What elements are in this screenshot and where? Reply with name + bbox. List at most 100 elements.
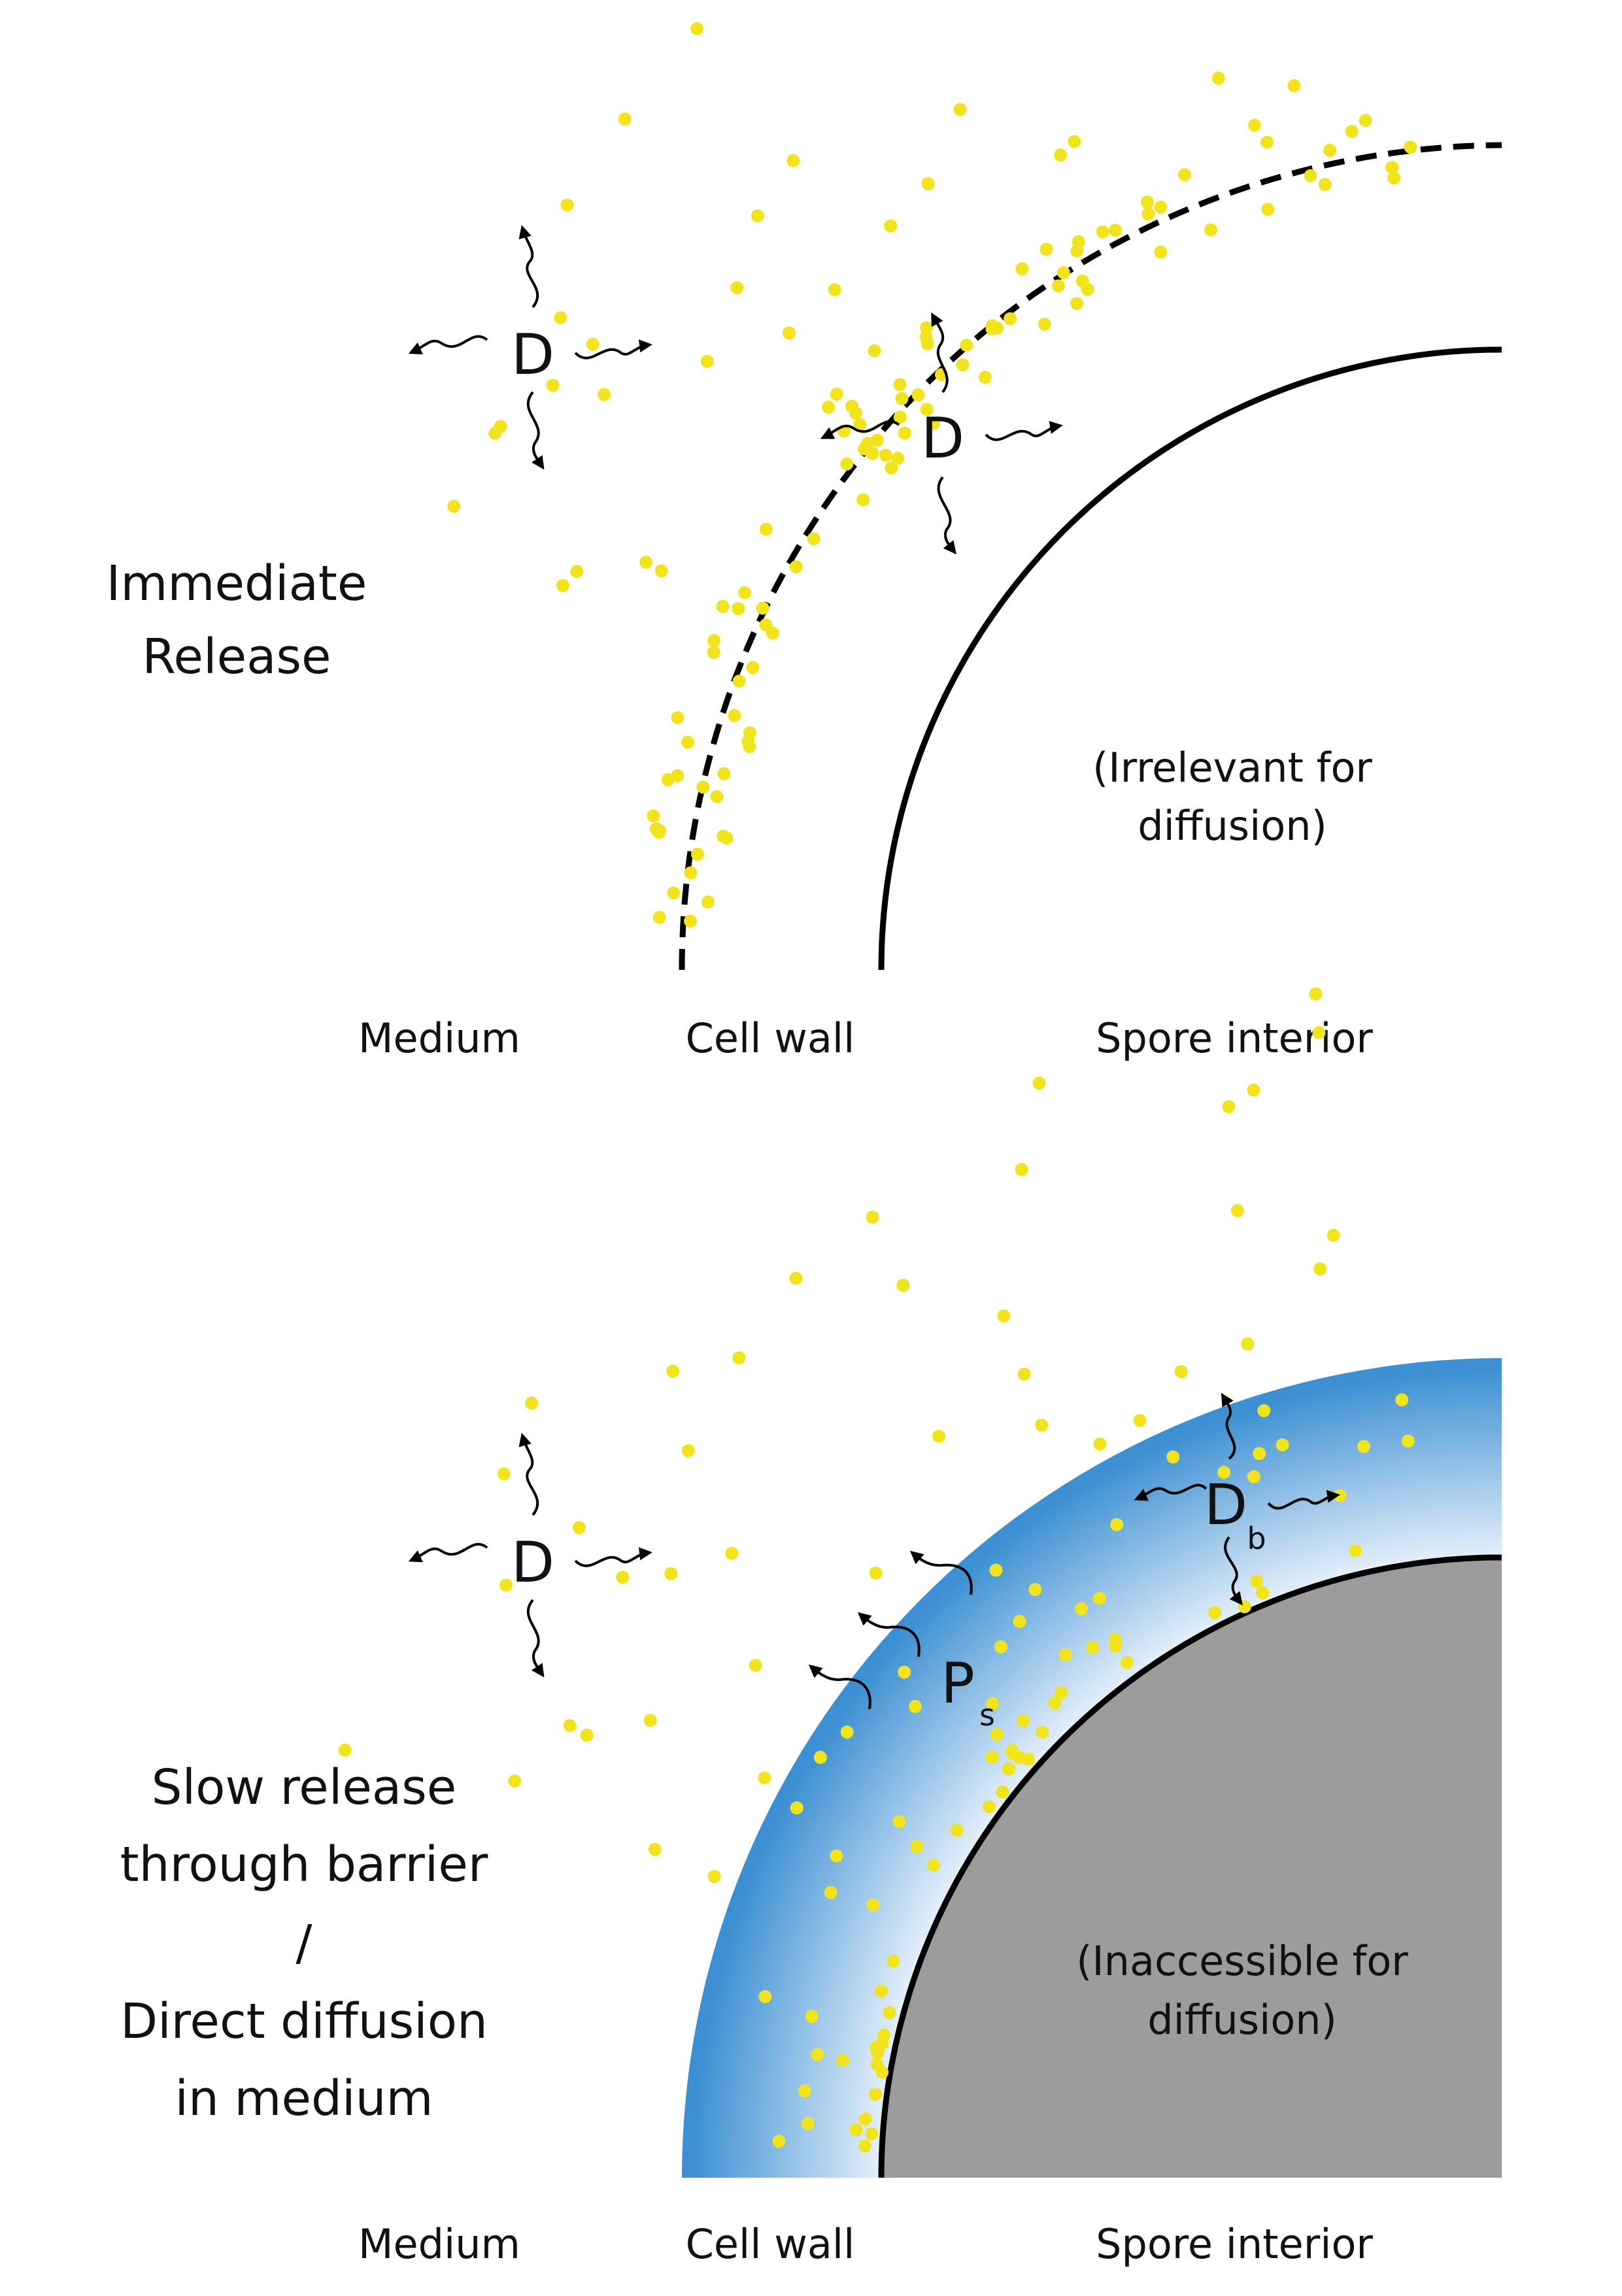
particle-dot (1038, 318, 1051, 331)
bottom-interior-note-line1: (Inaccessible for (1076, 1937, 1408, 1985)
particle-dot (717, 767, 731, 780)
particle-dot (801, 2117, 815, 2131)
particle-dot (1404, 141, 1417, 154)
particle-dot (691, 848, 704, 861)
particle-dot (717, 829, 730, 843)
arrow-up-icon (1221, 1393, 1236, 1460)
arrow-down-icon (1224, 1536, 1243, 1606)
particle-dot (1070, 297, 1083, 310)
particle-dot (616, 1571, 630, 1584)
particle-dot (920, 321, 934, 335)
particle-dot (684, 866, 698, 880)
top-interior-note-line1: (Irrelevant for (1092, 744, 1372, 791)
particle-dot (1359, 114, 1372, 127)
particle-dot (822, 401, 836, 414)
particle-dot (725, 1546, 739, 1560)
particle-dot (1276, 1438, 1289, 1452)
particle-dot (1309, 987, 1323, 1001)
bottom-particles (338, 987, 1415, 2153)
particle-dot (707, 634, 720, 648)
particle-dot (1055, 1686, 1068, 1699)
particle-dot (710, 790, 724, 803)
particle-dot (570, 565, 584, 578)
particle-dot (732, 602, 745, 616)
particle-dot (921, 177, 935, 191)
particle-dot (893, 410, 907, 424)
arrow-left-icon (909, 1550, 973, 1595)
top-spore-membrane (878, 346, 1502, 971)
particle-dot (868, 344, 881, 358)
particle-dot (997, 1309, 1011, 1323)
particle-dot (789, 560, 803, 574)
particle-dot (1287, 79, 1301, 92)
particle-dot (1120, 1655, 1134, 1669)
bottom-diffusion-symbol-medium: D (511, 1530, 554, 1595)
particle-dot (828, 283, 841, 297)
particle-dot (1072, 235, 1085, 248)
particle-dot (1093, 1437, 1107, 1451)
particle-dot (707, 1870, 721, 1883)
particle-dot (652, 825, 666, 839)
particle-dot (840, 457, 854, 471)
particle-dot (1247, 1083, 1260, 1097)
bottom-label-medium: Medium (358, 2220, 520, 2268)
particle-dot (1110, 1518, 1124, 1531)
particle-dot (865, 2127, 879, 2140)
bottom-interior-note-line2: diffusion) (1147, 1996, 1337, 2044)
particle-dot (956, 358, 970, 372)
particle-dot (1247, 1470, 1260, 1484)
top-panel: D D Immediate Release (Irrelevant for di… (107, 22, 1502, 1062)
particle-dot (546, 378, 560, 392)
particle-dot (1345, 125, 1359, 139)
particle-dot (1022, 1752, 1036, 1766)
particle-dot (732, 1351, 746, 1365)
particle-dot (647, 809, 660, 823)
particle-dot (681, 735, 694, 749)
particle-dot (759, 618, 773, 632)
particle-dot (830, 1849, 843, 1863)
particle-dot (883, 2006, 896, 2020)
particle-dot (1004, 312, 1017, 325)
particle-dot (746, 661, 760, 674)
particle-dot (1002, 1762, 1015, 1776)
particle-dot (985, 1750, 999, 1764)
particle-dot (732, 674, 746, 688)
permeability-symbol: P (941, 1651, 975, 1716)
particle-dot (1096, 225, 1109, 239)
top-wall-diffusion: D (820, 312, 1063, 555)
arrow-down-icon (937, 476, 956, 555)
particle-dot (1056, 266, 1070, 280)
particle-dot (1260, 135, 1274, 149)
particle-dot (696, 780, 710, 794)
particle-dot (891, 452, 905, 465)
arrow-down-icon (527, 391, 545, 470)
particle-dot (730, 281, 744, 295)
spore-interior (881, 1557, 1502, 2178)
particle-dot (1058, 1648, 1072, 1661)
particle-dot (870, 2044, 883, 2058)
particle-dot (836, 2054, 849, 2067)
particle-dot (1028, 1583, 1042, 1596)
top-caption-line2: Release (142, 629, 331, 685)
particle-dot (684, 914, 698, 928)
particle-dot (1238, 1600, 1251, 1614)
particle-dot (1230, 1204, 1244, 1218)
particle-dot (866, 1898, 880, 1912)
particle-dot (866, 446, 879, 460)
particle-dot (1257, 1404, 1271, 1418)
particle-dot (893, 378, 907, 391)
particle-dot (1204, 223, 1217, 237)
particle-dot (845, 399, 858, 413)
particle-dot (772, 2135, 786, 2148)
top-diffusion-symbol-medium: D (511, 322, 554, 388)
particle-dot (869, 1566, 883, 1580)
particle-dot (648, 1842, 662, 1856)
particle-dot (1385, 161, 1399, 175)
particle-dot (1016, 1714, 1030, 1727)
particle-dot (790, 1801, 803, 1815)
particle-dot (1256, 1586, 1270, 1600)
particle-dot (996, 1785, 1009, 1799)
particle-dot (1326, 1229, 1340, 1242)
particle-dot (1357, 1440, 1370, 1454)
